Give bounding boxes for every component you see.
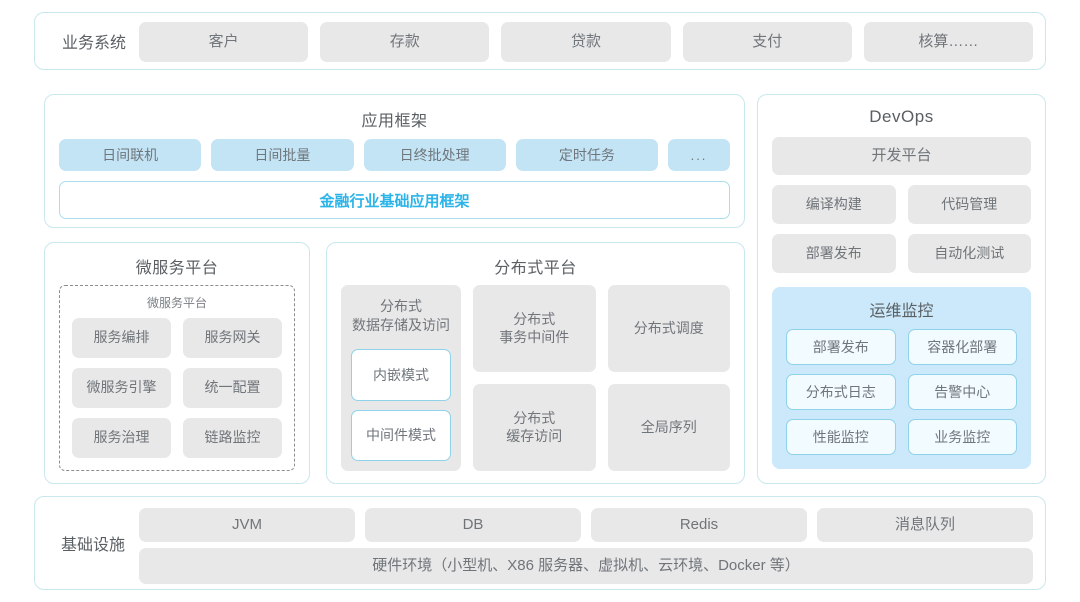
microservice-subtitle: 微服务平台 (146, 296, 207, 310)
business-system-card: 业务系统 客户 存款 贷款 支付 核算…… (34, 12, 1046, 70)
ops-item-performance-monitoring[interactable]: 性能监控 (786, 419, 896, 455)
dist-item-global-sequence[interactable]: 全局序列 (607, 384, 730, 471)
distributed-storage-label: 分布式 数据存储及访问 (341, 297, 461, 335)
storage-mode-middleware[interactable]: 中间件模式 (351, 409, 451, 461)
microservice-dashed-group: 微服务平台 服务编排 服务网关 微服务引擎 统一配置 服务治理 链路监控 (59, 285, 295, 471)
business-item-deposit[interactable]: 存款 (320, 22, 490, 62)
microservice-platform-card: 微服务平台 微服务平台 服务编排 服务网关 微服务引擎 统一配置 服务治理 链路… (44, 242, 310, 484)
dist-item-scheduling[interactable]: 分布式调度 (607, 285, 730, 372)
dist-item-cache-access[interactable]: 分布式 缓存访问 (473, 384, 596, 471)
dist-item-transaction-middleware-line1: 分布式 (513, 311, 556, 327)
business-item-payment[interactable]: 支付 (682, 22, 852, 62)
app-item-daytime-batch[interactable]: 日间批量 (211, 139, 354, 171)
finance-base-framework-bar[interactable]: 金融行业基础应用框架 (59, 181, 730, 219)
micro-item-service-governance[interactable]: 服务治理 (72, 418, 171, 458)
dist-item-cache-access-line1: 分布式 (513, 410, 556, 426)
infra-item-db[interactable]: DB (365, 508, 581, 542)
distributed-storage-group: 分布式 数据存储及访问 内嵌模式 中间件模式 (341, 285, 461, 471)
devops-items: 编译构建 代码管理 部署发布 自动化测试 (772, 185, 1031, 273)
devops-card: DevOps 开发平台 编译构建 代码管理 部署发布 自动化测试 运维监控 部署… (757, 94, 1046, 484)
infrastructure-label: 基础设施 (60, 537, 125, 554)
distributed-platform-card: 分布式平台 分布式 数据存储及访问 内嵌模式 中间件模式 分布式 事务中间件 分… (326, 242, 745, 484)
infrastructure-hardware-bar[interactable]: 硬件环境（小型机、X86 服务器、虚拟机、云环境、Docker 等） (139, 548, 1033, 584)
devops-title: DevOps (869, 107, 934, 126)
business-item-customer[interactable]: 客户 (139, 22, 309, 62)
devops-dev-platform[interactable]: 开发平台 (772, 137, 1031, 175)
dist-item-transaction-middleware[interactable]: 分布式 事务中间件 (473, 285, 596, 372)
ops-item-business-monitoring[interactable]: 业务监控 (907, 419, 1017, 455)
ops-item-alert-center[interactable]: 告警中心 (907, 374, 1017, 410)
distributed-platform-title: 分布式平台 (494, 260, 577, 277)
devops-item-automated-test[interactable]: 自动化测试 (907, 234, 1031, 273)
storage-mode-embedded[interactable]: 内嵌模式 (351, 349, 451, 401)
micro-item-unified-config[interactable]: 统一配置 (183, 368, 282, 408)
business-system-items: 客户 存款 贷款 支付 核算…… (139, 22, 1034, 62)
business-system-label: 业务系统 (61, 35, 126, 52)
infrastructure-card: 基础设施 JVM DB Redis 消息队列 硬件环境（小型机、X86 服务器、… (34, 496, 1046, 590)
devops-item-code-management[interactable]: 代码管理 (907, 185, 1031, 224)
distributed-storage-label-line2: 数据存储及访问 (352, 316, 450, 333)
application-framework-title: 应用框架 (361, 113, 428, 130)
business-item-loan[interactable]: 贷款 (501, 22, 671, 62)
infrastructure-items: JVM DB Redis 消息队列 (139, 508, 1033, 542)
micro-item-service-gateway[interactable]: 服务网关 (183, 318, 282, 358)
micro-item-service-orchestration[interactable]: 服务编排 (72, 318, 171, 358)
ops-monitoring-box: 运维监控 部署发布 容器化部署 分布式日志 告警中心 性能监控 业务监控 (772, 287, 1031, 469)
dist-item-cache-access-line2: 缓存访问 (506, 427, 563, 444)
ops-monitoring-title: 运维监控 (869, 303, 934, 320)
ops-item-containerized-deploy[interactable]: 容器化部署 (907, 329, 1017, 365)
app-item-scheduled-task[interactable]: 定时任务 (515, 139, 658, 171)
devops-item-compile-build[interactable]: 编译构建 (772, 185, 896, 224)
microservice-platform-title: 微服务平台 (135, 260, 219, 277)
distributed-storage-modes: 内嵌模式 中间件模式 (351, 349, 451, 461)
app-item-eod-batch[interactable]: 日终批处理 (363, 139, 506, 171)
distributed-items: 分布式 事务中间件 分布式调度 分布式 缓存访问 全局序列 (473, 285, 730, 471)
business-item-accounting[interactable]: 核算…… (863, 22, 1034, 62)
devops-item-deploy-release[interactable]: 部署发布 (772, 234, 896, 273)
dist-item-transaction-middleware-line2: 事务中间件 (499, 328, 570, 345)
ops-item-distributed-log[interactable]: 分布式日志 (786, 374, 896, 410)
application-framework-card: 应用框架 日间联机 日间批量 日终批处理 定时任务 ... 金融行业基础应用框架 (44, 94, 745, 228)
micro-item-trace-monitoring[interactable]: 链路监控 (183, 418, 282, 458)
ops-item-deploy-release[interactable]: 部署发布 (786, 329, 896, 365)
micro-item-microservice-engine[interactable]: 微服务引擎 (72, 368, 171, 408)
app-item-daytime-online[interactable]: 日间联机 (59, 139, 202, 171)
ops-monitoring-items: 部署发布 容器化部署 分布式日志 告警中心 性能监控 业务监控 (786, 329, 1017, 455)
microservice-items: 服务编排 服务网关 微服务引擎 统一配置 服务治理 链路监控 (72, 318, 282, 458)
application-framework-items: 日间联机 日间批量 日终批处理 定时任务 ... (59, 139, 730, 171)
infra-item-jvm[interactable]: JVM (139, 508, 355, 542)
distributed-storage-label-line1: 分布式 (380, 298, 422, 314)
infra-item-message-queue[interactable]: 消息队列 (817, 508, 1033, 542)
infra-item-redis[interactable]: Redis (591, 508, 807, 542)
app-item-more[interactable]: ... (668, 139, 730, 171)
